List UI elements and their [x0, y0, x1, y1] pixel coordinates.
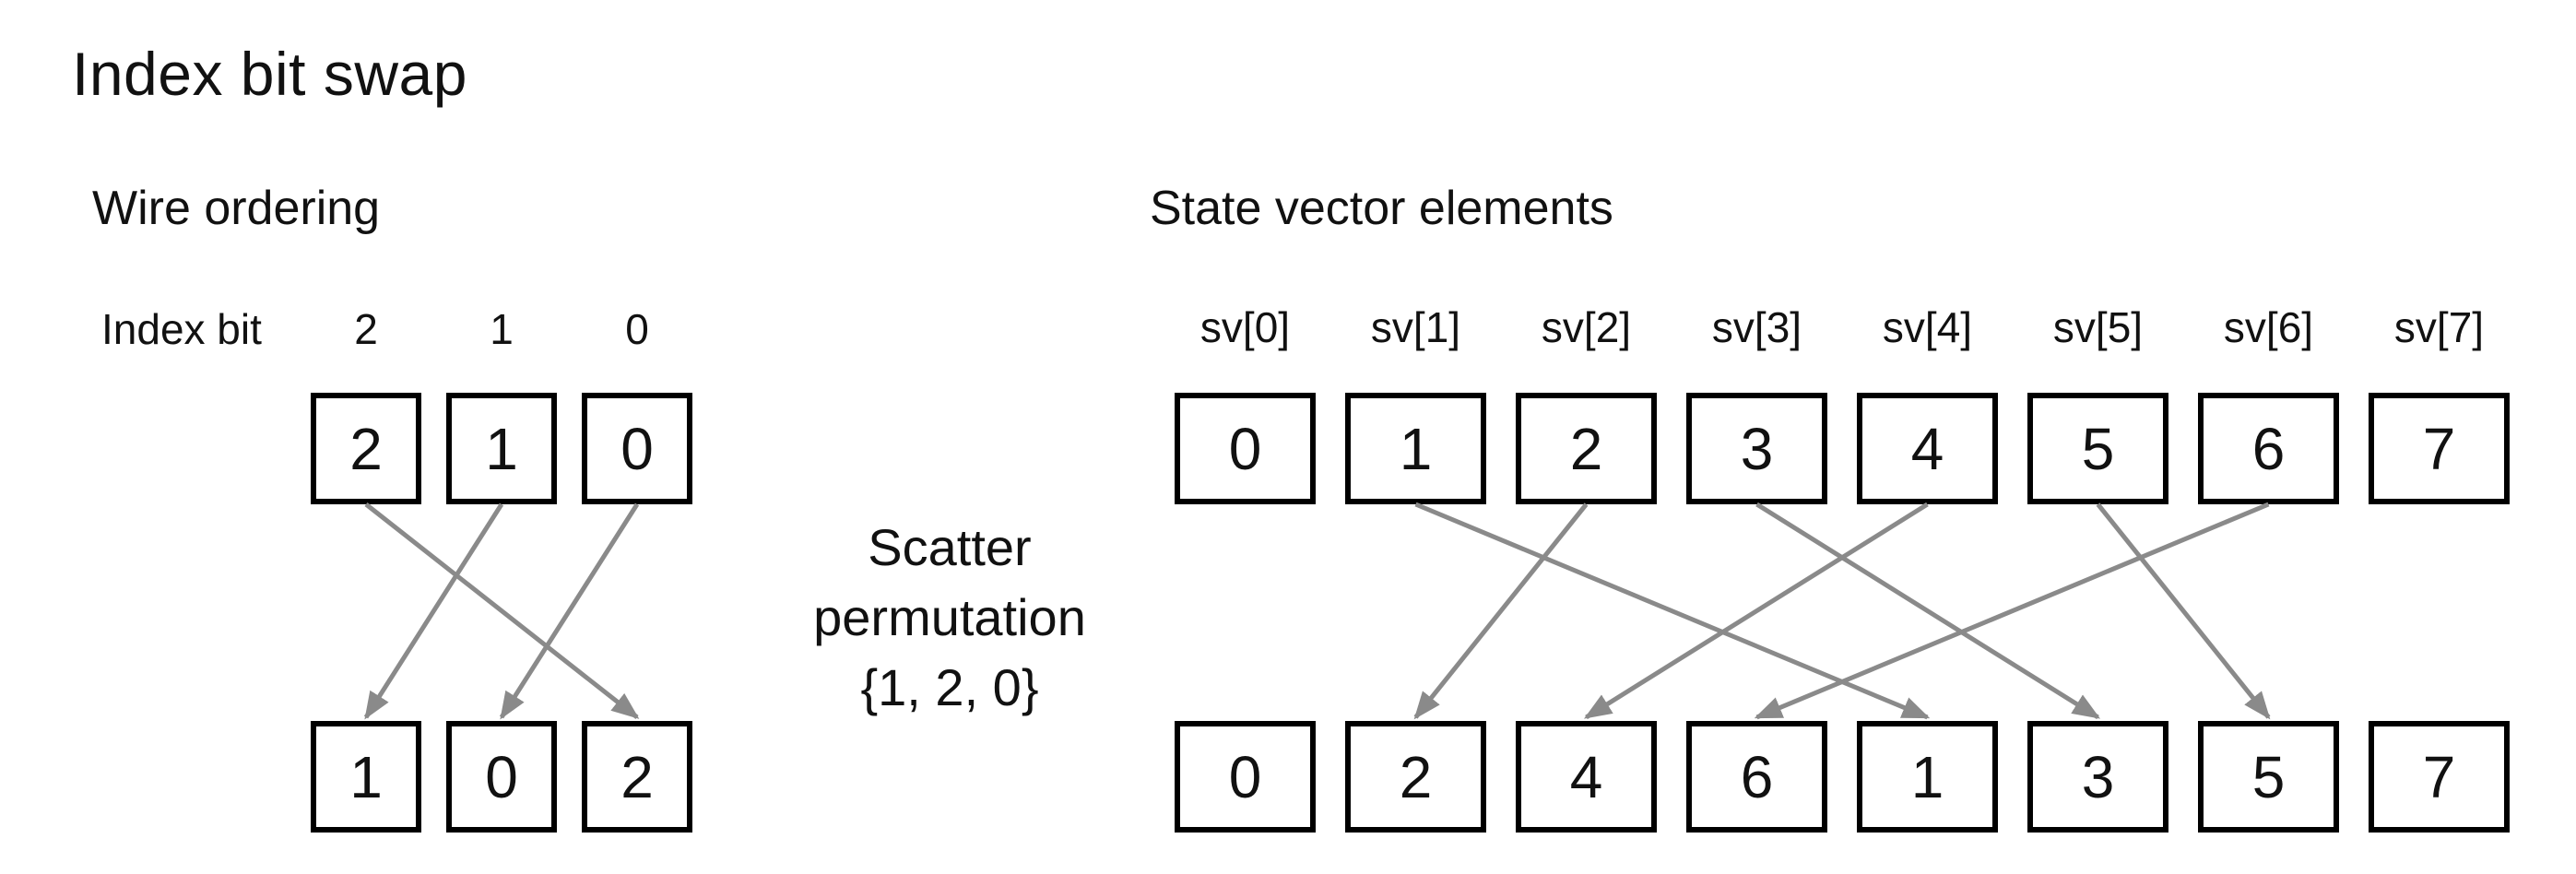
- wire-bit-label: 2: [354, 305, 378, 353]
- sv-label-row: sv[0] sv[1] sv[2] sv[3] sv[4] sv[5] sv[6…: [1175, 302, 2510, 352]
- state-top-box: 4: [1857, 393, 1998, 504]
- wire-top-box: 2: [311, 393, 421, 504]
- wire-bottom-box: 1: [311, 721, 421, 833]
- permutation-arrow: [499, 502, 640, 720]
- sv-label: sv[2]: [1541, 303, 1632, 351]
- sv-label: sv[1]: [1370, 303, 1461, 351]
- permutation-arrow: [1583, 502, 1929, 720]
- scatter-caption-line: Scatter: [868, 518, 1032, 576]
- state-top-box: 2: [1516, 393, 1657, 504]
- permutation-arrow: [364, 502, 640, 719]
- permutation-arrow: [1755, 502, 2101, 720]
- sv-label: sv[0]: [1199, 303, 1291, 351]
- state-bottom-box: 6: [1686, 721, 1827, 833]
- state-top-box: 5: [2027, 393, 2168, 504]
- wire-bit-label: 0: [625, 305, 649, 353]
- page-title: Index bit swap: [72, 40, 467, 108]
- state-bottom-box: 5: [2198, 721, 2339, 833]
- sv-label: sv[4]: [1882, 303, 1973, 351]
- permutation-arrow: [1754, 502, 2270, 720]
- state-top-row: 0 1 2 3 4 5 6 7: [1175, 393, 2510, 504]
- permutation-arrow: [1414, 502, 1931, 720]
- sv-label: sv[7]: [2393, 303, 2485, 351]
- wire-ordering-heading: Wire ordering: [92, 182, 381, 235]
- state-bottom-box: 7: [2369, 721, 2510, 833]
- state-bottom-row: 0 2 4 6 1 3 5 7: [1175, 721, 2510, 833]
- state-bottom-box: 2: [1345, 721, 1486, 833]
- wire-bottom-box: 0: [446, 721, 557, 833]
- state-top-box: 0: [1175, 393, 1316, 504]
- state-bottom-box: 3: [2027, 721, 2168, 833]
- index-bit-label: Index bit: [101, 305, 262, 353]
- wire-bottom-box: 2: [582, 721, 692, 833]
- state-bottom-box: 4: [1516, 721, 1657, 833]
- wire-top-box: 1: [446, 393, 557, 504]
- wire-top-row: 2 1 0: [311, 393, 692, 504]
- scatter-permutation-caption: Scatter permutation {1, 2, 0}: [710, 513, 1189, 723]
- wire-bottom-row: 1 0 2: [311, 721, 692, 833]
- sv-label: sv[3]: [1711, 303, 1802, 351]
- sv-label: sv[6]: [2223, 303, 2314, 351]
- scatter-caption-line: {1, 2, 0}: [860, 658, 1039, 716]
- wire-bit-label-row: 2 1 0: [311, 304, 692, 354]
- state-top-box: 1: [1345, 393, 1486, 504]
- permutation-arrow: [2096, 502, 2271, 720]
- permutation-arrow: [1413, 502, 1589, 720]
- permutation-arrow: [363, 502, 504, 720]
- wire-top-box: 0: [582, 393, 692, 504]
- sv-label: sv[5]: [2052, 303, 2144, 351]
- state-top-box: 6: [2198, 393, 2339, 504]
- scatter-caption-line: permutation: [813, 588, 1086, 646]
- wire-bit-label: 1: [490, 305, 514, 353]
- state-vector-heading: State vector elements: [1150, 182, 1613, 235]
- state-bottom-box: 0: [1175, 721, 1316, 833]
- state-top-box: 3: [1686, 393, 1827, 504]
- state-bottom-box: 1: [1857, 721, 1998, 833]
- state-top-box: 7: [2369, 393, 2510, 504]
